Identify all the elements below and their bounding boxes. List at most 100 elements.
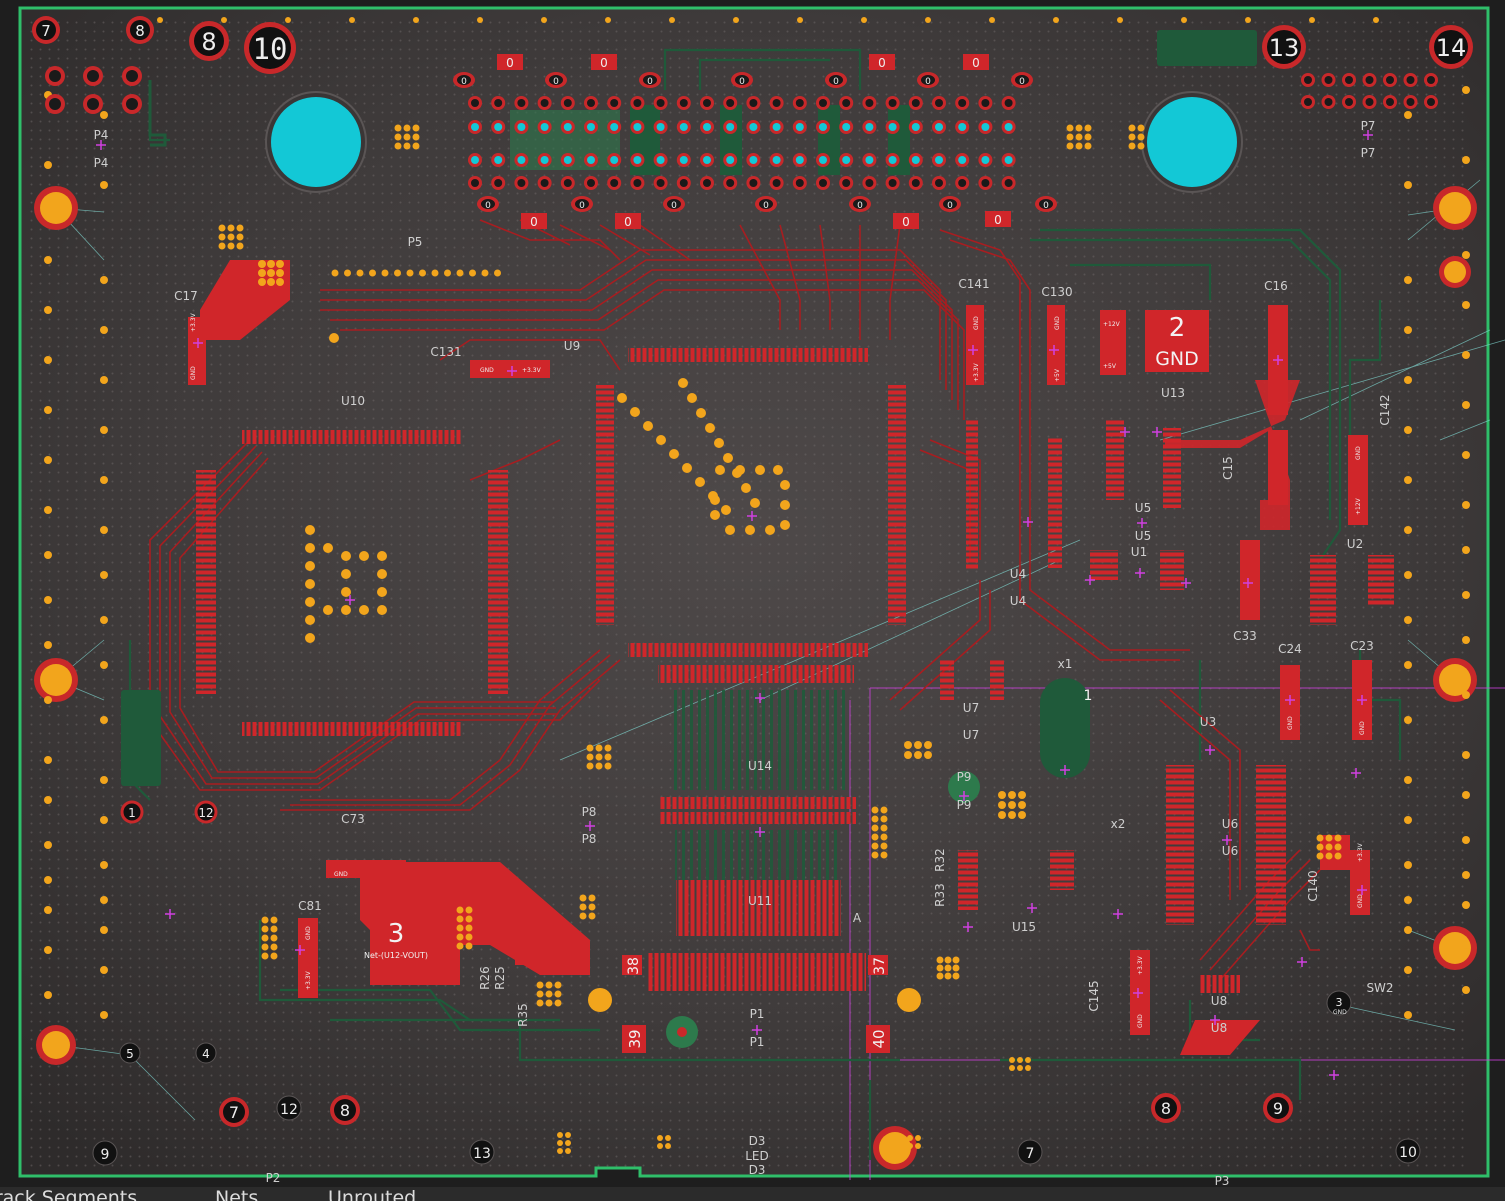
ref-designators: P4 P4 P5 P7 P7 C17 C131 U9 U10 C141 C130…	[94, 119, 1394, 1188]
svg-text:U3: U3	[1200, 715, 1216, 729]
ic-u10[interactable]	[196, 430, 508, 736]
edge-pad-r2[interactable]	[1439, 256, 1471, 288]
svg-text:0: 0	[579, 201, 585, 211]
svg-text:GND: GND	[1054, 316, 1061, 330]
hole-12-left[interactable]: 12	[194, 800, 218, 824]
pad-net-labels: +3.3V GND GND +3.3V GND +3.3V GND +5V +1…	[190, 312, 1366, 1028]
hole-14-top[interactable]: 14	[1429, 25, 1473, 69]
passive-38[interactable]	[622, 955, 642, 975]
svg-text:0: 0	[671, 201, 677, 211]
hole-9-br[interactable]: 9	[1263, 1093, 1293, 1123]
svg-text:8: 8	[1161, 1099, 1171, 1118]
passive-39[interactable]	[622, 1025, 646, 1053]
passive-c131[interactable]	[470, 360, 550, 378]
status-nets: Nets	[215, 1187, 259, 1201]
edge-pad-b3[interactable]	[897, 988, 921, 1012]
hole-7-top[interactable]: 7	[32, 16, 60, 44]
passive-12v[interactable]	[1100, 310, 1126, 375]
passive-40[interactable]	[866, 1025, 890, 1053]
edge-pad-r4[interactable]	[1433, 926, 1477, 970]
hole-3-gnd[interactable]: 3	[1326, 990, 1352, 1016]
svg-text:P5: P5	[408, 235, 423, 249]
peripheral-pads	[44, 17, 1470, 1019]
hole-10-br[interactable]: 10	[1395, 1138, 1421, 1164]
svg-text:R26: R26	[478, 966, 492, 990]
passive-c142[interactable]	[1348, 435, 1368, 525]
hole-13-bl[interactable]: 13	[469, 1139, 495, 1165]
hole-4-left[interactable]: 4	[195, 1042, 217, 1064]
passive-r25[interactable]	[515, 930, 529, 965]
edge-pad-p9[interactable]	[948, 771, 980, 803]
svg-text:GND: GND	[1287, 716, 1294, 730]
svg-text:7: 7	[41, 22, 51, 40]
hole-13-top[interactable]: 13	[1262, 25, 1306, 69]
svg-text:0: 0	[739, 77, 745, 87]
edge-pad-l2[interactable]	[34, 658, 78, 702]
hole-5-left[interactable]: 5	[119, 1042, 141, 1064]
edge-pad-b2[interactable]	[588, 988, 612, 1012]
svg-text:4: 4	[202, 1047, 210, 1061]
ic-u9[interactable]	[596, 348, 906, 657]
edge-pad-r1[interactable]	[1433, 186, 1477, 230]
svg-text:GND: GND	[973, 316, 980, 330]
svg-text:U7: U7	[963, 701, 979, 715]
svg-text:GND: GND	[190, 366, 197, 380]
edge-pad-l1[interactable]	[34, 186, 78, 230]
svg-text:0: 0	[878, 56, 886, 70]
passive-c17[interactable]	[188, 317, 206, 385]
svg-text:U2: U2	[1347, 537, 1363, 551]
svg-text:+12V: +12V	[1103, 321, 1121, 328]
passive-37[interactable]	[868, 955, 888, 975]
hole-8-br[interactable]: 8	[1151, 1093, 1181, 1123]
hole-12-bl[interactable]: 12	[276, 1095, 302, 1121]
mount-hole-left[interactable]	[265, 91, 367, 193]
svg-text:39: 39	[626, 1029, 644, 1048]
svg-text:GND: GND	[1355, 446, 1362, 460]
svg-text:14: 14	[1436, 34, 1467, 62]
svg-text:GND: GND	[1137, 1014, 1144, 1028]
svg-text:0: 0	[624, 215, 632, 229]
edge-pad-r3[interactable]	[1433, 658, 1477, 702]
svg-text:9: 9	[1273, 1099, 1283, 1118]
svg-text:C15: C15	[1221, 456, 1235, 480]
svg-text:GND: GND	[1359, 721, 1366, 735]
svg-text:0: 0	[763, 201, 769, 211]
svg-text:+3.3V: +3.3V	[973, 362, 980, 382]
passive-c81[interactable]	[298, 918, 318, 998]
svg-text:+3.3V: +3.3V	[1137, 955, 1144, 975]
svg-text:P4: P4	[94, 128, 109, 142]
passive-c141[interactable]	[966, 305, 984, 385]
svg-text:0: 0	[902, 215, 910, 229]
edge-pad-b4[interactable]	[666, 1016, 698, 1048]
hole-1-left[interactable]: 1	[120, 800, 144, 824]
hole-8-top-b[interactable]: 8	[189, 21, 229, 61]
edge-pad-l3[interactable]	[36, 1025, 76, 1065]
svg-text:GND: GND	[1357, 894, 1364, 908]
svg-text:GND: GND	[305, 926, 312, 940]
svg-text:0: 0	[833, 77, 839, 87]
passive-c140[interactable]	[1350, 850, 1370, 915]
svg-text:U14: U14	[748, 759, 772, 773]
passive-c130[interactable]	[1047, 305, 1065, 385]
connector-p5	[468, 96, 1016, 190]
passive-c73[interactable]	[326, 860, 406, 878]
mount-hole-right[interactable]	[1141, 91, 1243, 193]
passive-c16b[interactable]	[1268, 430, 1288, 505]
hole-9-bl[interactable]: 9	[92, 1140, 118, 1166]
ic-u11[interactable]	[648, 880, 866, 991]
hole-7-br[interactable]: 7	[1017, 1139, 1043, 1165]
ic-u14[interactable]	[658, 665, 856, 880]
hole-10-top[interactable]: 10	[244, 22, 296, 74]
svg-text:P9: P9	[957, 770, 972, 784]
svg-text:10: 10	[1399, 1145, 1417, 1161]
passive-c33[interactable]	[1240, 540, 1260, 620]
hole-7-bl[interactable]: 7	[219, 1097, 249, 1127]
hole-8-top-a[interactable]: 8	[126, 16, 154, 44]
hole-8-bl[interactable]: 8	[330, 1095, 360, 1125]
svg-text:U11: U11	[748, 894, 772, 908]
edge-pad-b1[interactable]	[873, 1126, 917, 1170]
svg-text:x2: x2	[1111, 817, 1126, 831]
svg-text:U5: U5	[1135, 529, 1151, 543]
